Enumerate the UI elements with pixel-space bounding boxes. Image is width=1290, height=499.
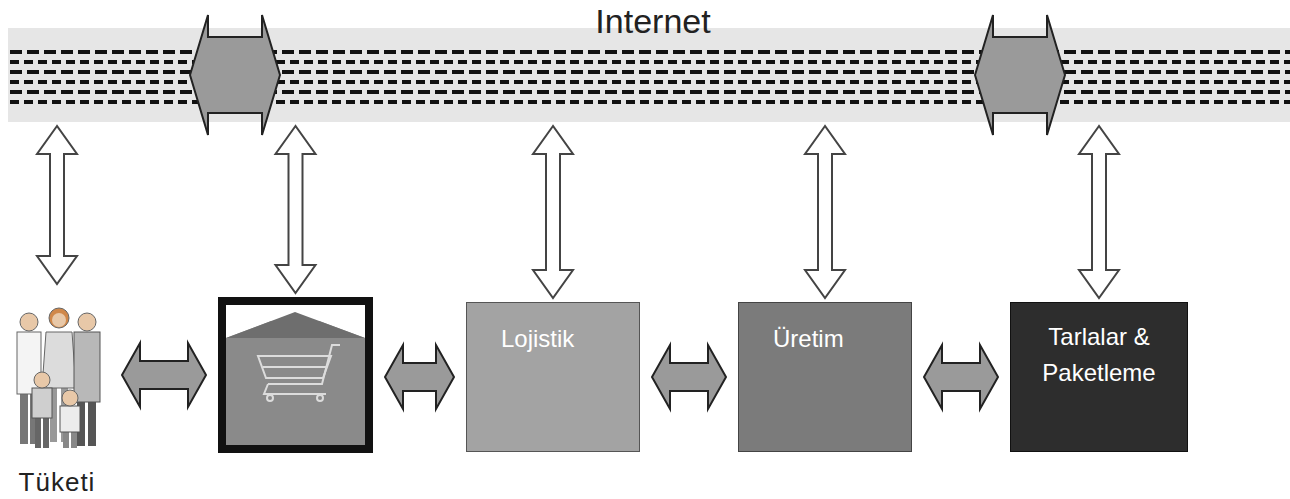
consumer-figure [52, 313, 66, 327]
consumer-figure [34, 372, 50, 388]
store-interior [226, 312, 365, 338]
node-label: Tarlalar & Paketleme [1039, 319, 1159, 391]
flow-arrow [652, 345, 726, 409]
flow-arrow [924, 345, 998, 409]
store-interior [226, 305, 365, 445]
network-link-arrow [1079, 126, 1119, 298]
network-link-arrow [533, 126, 573, 298]
consumer-figure [35, 416, 41, 448]
consumer-figure [74, 332, 100, 402]
cart-icon [258, 345, 340, 401]
consumer-figure [49, 308, 69, 328]
node-label: Tüketi [19, 467, 96, 498]
consumer-figure [20, 313, 38, 331]
band-arrow [190, 15, 280, 135]
cart-icon [317, 395, 323, 401]
node-label: Lojistik [501, 325, 574, 353]
consumer-figure [88, 400, 96, 446]
consumer-figure [17, 308, 100, 448]
store-interior [226, 312, 365, 338]
consumer-group: Tüketi [4, 288, 110, 498]
band-arrow [975, 15, 1065, 135]
consumer-figure [78, 313, 96, 331]
network-link-arrow [276, 126, 316, 293]
node-label: Internet [8, 4, 1290, 38]
cart-icon [264, 384, 326, 394]
consumer-figure [63, 430, 69, 448]
cart-icon [258, 356, 331, 378]
network-link-arrow [805, 126, 845, 298]
process-box: Lojistik [466, 302, 640, 452]
consumer-figure [20, 392, 28, 444]
cart-icon [263, 366, 327, 368]
process-box: Tarlalar & Paketleme [1010, 302, 1188, 452]
network-link-arrow [37, 126, 77, 284]
node-label: Üretim [773, 325, 844, 353]
consumer-figure [71, 430, 77, 448]
consumer-figure [43, 416, 49, 448]
store-interior [226, 305, 365, 445]
process-box: Üretim [738, 302, 912, 452]
cart-icon [267, 395, 273, 401]
flow-arrow [385, 345, 454, 409]
consumer-figure [60, 406, 80, 432]
consumer-figure [62, 390, 78, 406]
store-box [218, 297, 373, 453]
flow-arrow [122, 343, 206, 407]
consumer-figure [32, 388, 52, 418]
network-band: Internet [8, 4, 1290, 122]
